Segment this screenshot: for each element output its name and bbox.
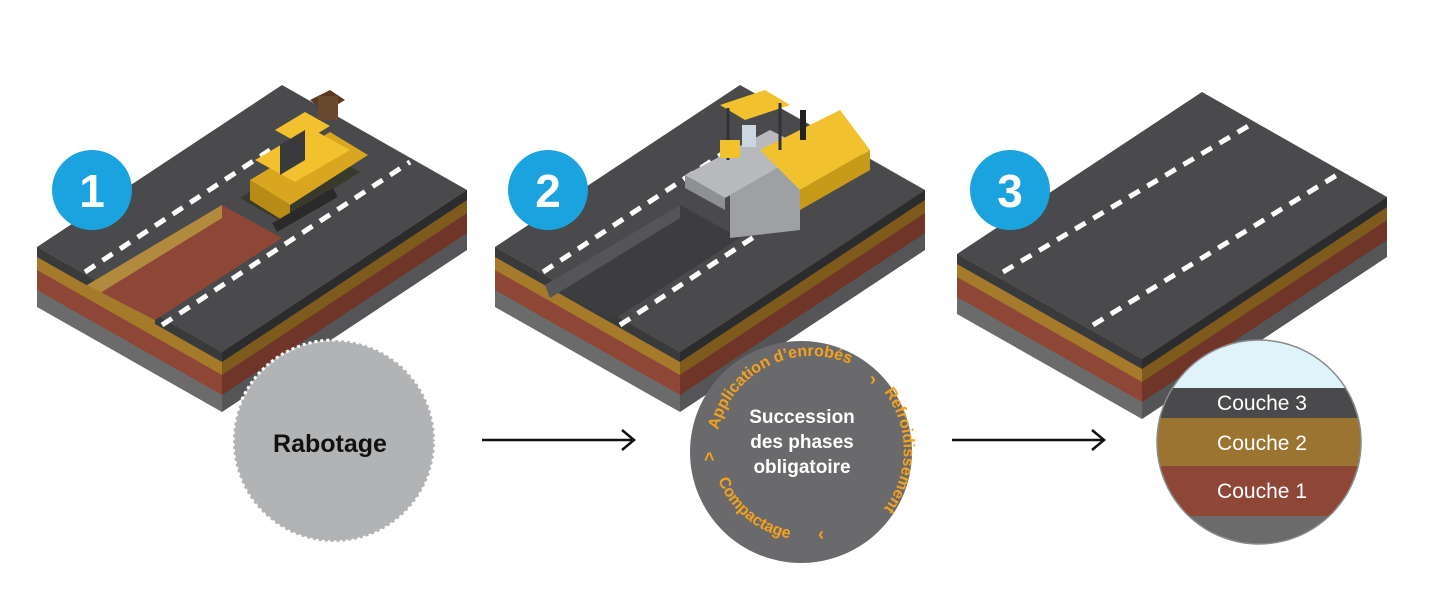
rabotage-circle: Rabotage [231,338,437,544]
layer-label-1: Couche 1 [1217,480,1307,503]
layer-label-3: Couche 3 [1217,392,1307,415]
milling-machine-icon [240,90,368,232]
layers-circle: Couche 3 Couche 2 Couche 1 [1156,339,1362,545]
arrow-1-to-2 [482,429,636,451]
layer-label-2: Couche 2 [1217,432,1307,455]
road-block-3 [957,92,1387,419]
step-number-1: 1 [79,165,105,217]
rabotage-label: Rabotage [273,430,387,458]
step-badge-1: 1 [52,150,132,230]
panel-3: 3 Couche 3 Couche 2 Couche 1 [957,92,1387,545]
phases-circle: Succession des phases obligatoire Applic… [690,341,917,563]
paver-machine-icon [685,90,870,238]
phases-label-line-1: Succession [749,407,855,428]
step-badge-3: 3 [970,150,1050,230]
road-block-1 [37,85,467,412]
step-badge-2: 2 [508,150,588,230]
panel-1: 1 Rabotage [37,85,467,544]
cycle-arrow-1-icon: › [870,369,876,389]
arrow-2-to-3 [952,429,1106,451]
panel-2: 2 Succession des phases obligatoire Appl… [495,85,925,563]
phases-label-line-2: des phases [750,432,854,453]
cycle-arrow-2-icon: ‹ [818,524,824,544]
step-number-2: 2 [535,165,561,217]
step-number-3: 3 [997,165,1023,217]
phases-label-line-3: obligatoire [753,457,850,478]
cycle-arrow-3-icon: ^ [704,449,715,469]
